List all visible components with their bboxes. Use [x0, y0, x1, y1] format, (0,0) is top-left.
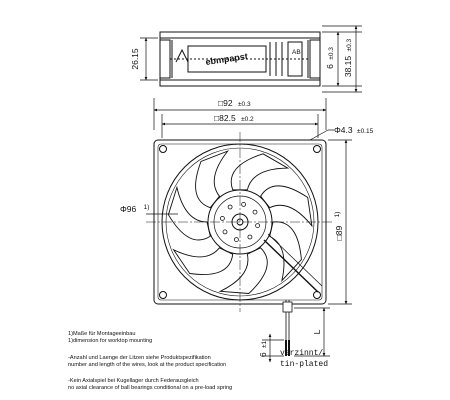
impeller-blade: [269, 221, 302, 283]
note-2: -Anzahl und Laenge der Litzen siehe Prod…: [68, 355, 226, 369]
leads-label: verzinnt/ tin-plated: [280, 348, 328, 370]
hub-rivet: [233, 237, 239, 243]
hub-ticks: [219, 201, 261, 243]
hub-rivet: [247, 234, 253, 240]
svg-text:6 ±0.3: 6 ±0.3: [325, 47, 335, 69]
mounting-hole-tr: [313, 145, 321, 153]
leads-label-line1: verzinnt/: [280, 349, 324, 358]
note-2-line2: number and length of the wires, look at …: [68, 362, 227, 368]
svg-text:38.15 ±0.3: 38.15 ±0.3: [343, 38, 353, 77]
impeller-blade: [195, 150, 230, 209]
fan-motif-text: AB: [292, 49, 301, 56]
hub-rivet: [227, 204, 233, 210]
hole-dia-symbol: Φ: [334, 125, 341, 135]
lead-wires: [282, 300, 293, 356]
impeller-blade: [260, 185, 313, 228]
hole-spacing-square: □: [214, 113, 219, 123]
hub-rivet: [222, 229, 228, 235]
fan-dia-symbol: Φ: [120, 204, 127, 214]
brand-label: ebmpapst: [205, 51, 248, 67]
note-3-line1: -Kein Axialspiel bei Kugellager durch Fe…: [68, 378, 199, 384]
hole-spacing-tol: ±0.2: [241, 116, 254, 123]
depth-dim-label: 6: [325, 64, 335, 69]
strip-label: 6: [258, 352, 268, 357]
note-2-line1: -Anzahl und Laenge der Litzen siehe Prod…: [68, 355, 211, 361]
svg-text:□82.5 ±0.2: □82.5 ±0.2: [214, 113, 254, 123]
fan-dia-note: 1): [144, 204, 150, 211]
impeller-blade: [218, 247, 268, 294]
hole-dia-tol: ±0.15: [357, 128, 374, 135]
outer-width-tol: ±0.3: [238, 101, 251, 108]
svg-text:Φ96 1): Φ96 1): [120, 204, 149, 214]
outer-height-label: 89: [334, 226, 344, 236]
leads-label-line2: tin-plated: [280, 360, 329, 369]
note-1-line1: 1)Maße für Montageeinbau: [68, 331, 136, 337]
svg-text:□89 1): □89 1): [334, 212, 344, 241]
mounting-hole-bl: [159, 291, 167, 299]
side-view: [159, 31, 321, 87]
impeller-blade: [167, 185, 211, 241]
hole-dia-leader: [309, 129, 329, 141]
overall-dim-tol: ±0.3: [346, 38, 353, 51]
note-3-line2: no axial clearance of ball bearings cond…: [68, 385, 233, 391]
outer-height-note: 1): [334, 212, 341, 218]
mounting-hole-tl: [159, 145, 167, 153]
wire-grommet: [282, 301, 293, 313]
impeller-blade: [172, 247, 234, 275]
height-dim-label: 26.15: [130, 48, 140, 70]
mounting-hole-br: [313, 291, 321, 299]
hole-spacing-label: 82.5: [219, 113, 236, 123]
note-1: 1)Maße für Montageeinbau 1)dimension for…: [68, 331, 152, 345]
note-3: -Kein Axialspiel bei Kugellager durch Fe…: [68, 378, 232, 392]
strip-tol: ±1: [261, 340, 268, 348]
outer-height-square: □: [334, 235, 344, 240]
hub-rivet: [255, 223, 261, 229]
hole-dia-label: 4.3: [341, 125, 353, 135]
svg-text:6 ±1: 6 ±1: [258, 340, 268, 357]
svg-text:Φ4.3 ±0.15: Φ4.3 ±0.15: [334, 125, 374, 135]
hub-rivet: [219, 215, 225, 221]
impeller-blade: [230, 153, 290, 191]
lead-length-label: L: [312, 329, 322, 334]
note-1-line2: 1)dimension for worktop mounting: [68, 338, 153, 344]
depth-dim-tol: ±0.3: [328, 47, 335, 60]
hub-rivet: [252, 209, 258, 215]
outer-width-label: 92: [223, 98, 233, 108]
overall-dim-label: 38.15: [343, 56, 353, 78]
fan-dia-label: 96: [127, 204, 137, 214]
hub-rivet: [241, 201, 247, 207]
front-view: [146, 132, 334, 312]
outer-width-square: □: [218, 98, 223, 108]
svg-text:□92 ±0.3: □92 ±0.3: [218, 98, 251, 108]
impeller-blades: [167, 150, 313, 294]
